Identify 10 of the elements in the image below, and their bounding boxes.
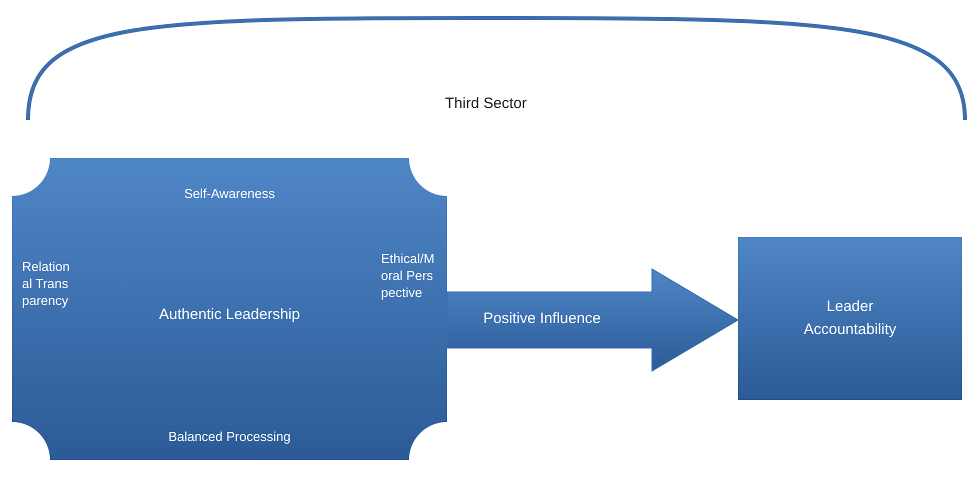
node-text: Balanced Processing [167, 428, 292, 446]
bracket-label: Third Sector [445, 94, 527, 114]
node-text: Self-Awareness [183, 185, 276, 203]
process-box [738, 237, 962, 400]
node-text: Leader Accountability [802, 297, 898, 340]
edge-label: Positive Influence [482, 309, 602, 329]
node-text: Authentic Leadership [158, 305, 301, 325]
node-text: Relational Transparency [22, 258, 70, 309]
block-arrow [446, 268, 739, 372]
node-text: Ethical/Moral Perspective [381, 250, 435, 301]
